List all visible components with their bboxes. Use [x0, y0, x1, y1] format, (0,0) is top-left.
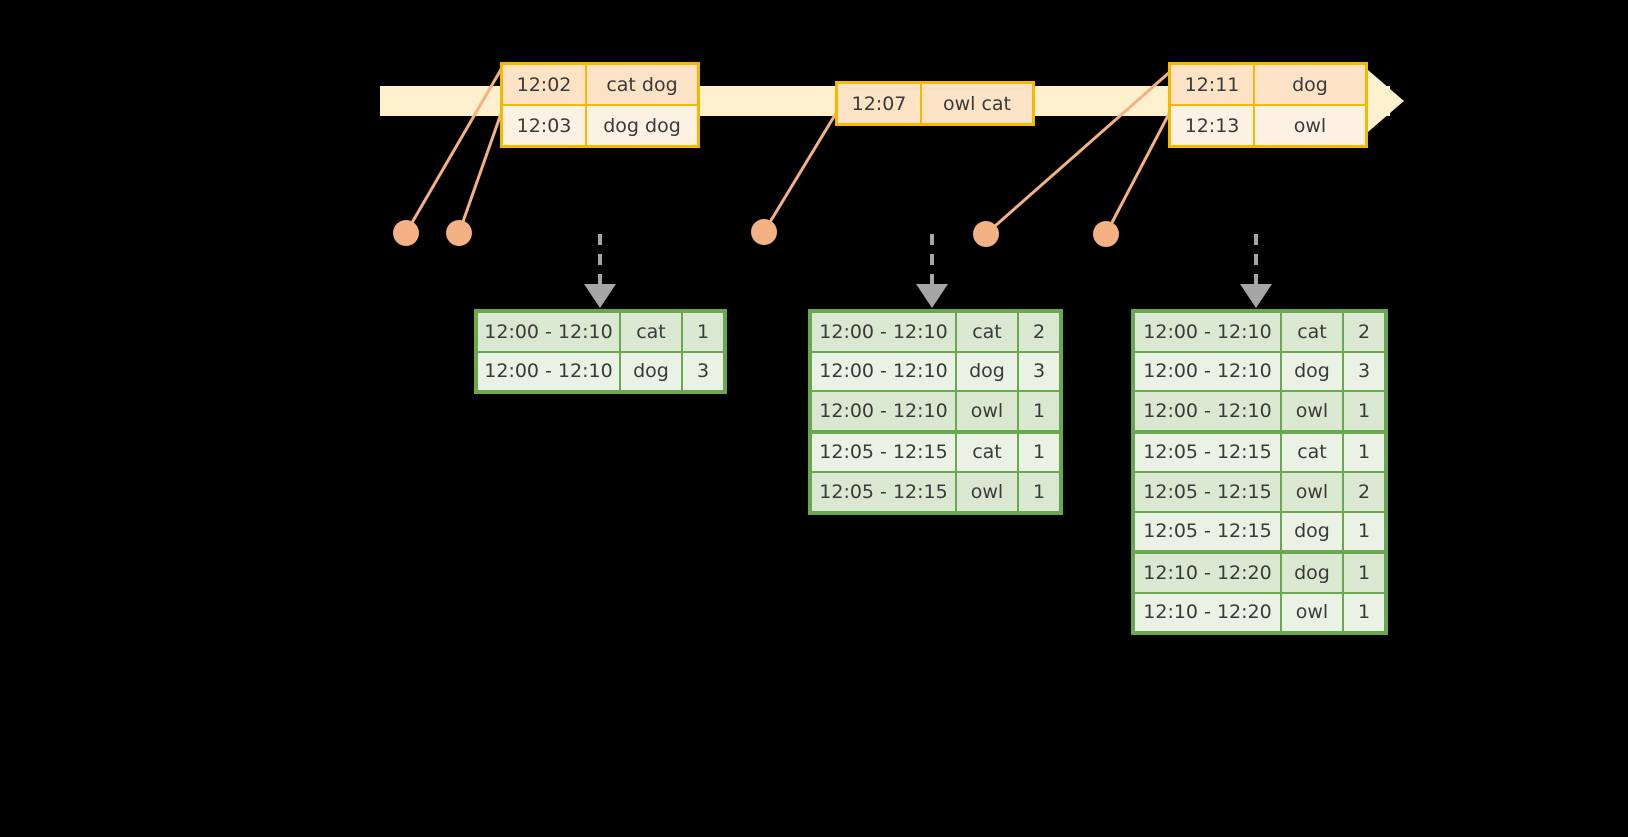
result-count: 1 [1357, 441, 1371, 464]
result-window: 12:05 - 12:15 [1135, 512, 1282, 550]
connector-dot-1 [393, 220, 419, 246]
event-row: 12:07 owl cat [838, 84, 1032, 123]
result-key: cat [621, 313, 683, 351]
connector-dots [393, 219, 1119, 247]
event-time: 12:11 [1171, 65, 1255, 104]
event-value: dog [1292, 73, 1328, 96]
result-window: 12:00 - 12:10 [478, 313, 621, 351]
result-count: 1 [696, 320, 710, 343]
result-key: dog [621, 352, 683, 390]
result-window: 12:00 - 12:10 [812, 392, 957, 430]
event-value: owl cat [942, 92, 1012, 115]
result-window: 12:05 - 12:15 [812, 433, 957, 471]
result-key: owl [957, 473, 1019, 511]
result-key: owl [1282, 392, 1344, 430]
result-count: 1 [1357, 561, 1371, 584]
result-count: 1 [1032, 441, 1046, 464]
event-time: 12:13 [1171, 106, 1255, 145]
connector-dot-4 [973, 221, 999, 247]
connector-line-5 [1104, 107, 1174, 235]
timeline-arrowhead-icon [1368, 70, 1404, 132]
event-box-3[interactable]: 12:11 dog 12:13 owl [1168, 62, 1368, 148]
result-count: 1 [1032, 399, 1046, 422]
result-window: 12:05 - 12:15 [1135, 473, 1282, 511]
result-window: 12:00 - 12:10 [1135, 352, 1282, 390]
result-key: cat [1282, 433, 1344, 471]
result-count: 1 [1357, 601, 1371, 624]
result-key: dog [1282, 352, 1344, 390]
connector-dot-3 [751, 219, 777, 245]
result-key: cat [957, 313, 1019, 351]
result-count: 3 [1357, 360, 1371, 383]
event-time: 12:02 [503, 65, 587, 104]
result-key: dog [1282, 512, 1344, 550]
result-window: 12:00 - 12:10 [478, 352, 621, 390]
event-value: owl [1293, 114, 1327, 137]
event-row: 12:11 dog [1171, 65, 1365, 104]
result-window: 12:00 - 12:10 [812, 313, 957, 351]
result-count: 3 [696, 360, 710, 383]
result-count: 1 [1357, 399, 1371, 422]
result-count: 1 [1032, 480, 1046, 503]
connector-line-3 [762, 109, 840, 233]
connector-dot-2 [446, 220, 472, 246]
event-box-1[interactable]: 12:02 cat dog 12:03 dog dog [500, 62, 700, 148]
result-window: 12:10 - 12:20 [1135, 593, 1282, 631]
result-key: owl [1282, 473, 1344, 511]
event-value: cat dog [606, 73, 678, 96]
event-value: dog dog [603, 114, 681, 137]
result-key: owl [957, 392, 1019, 430]
connector-line-2 [457, 107, 505, 234]
result-key: dog [957, 352, 1019, 390]
event-row: 12:02 cat dog [503, 65, 697, 104]
event-row: 12:13 owl [1171, 104, 1365, 145]
result-window: 12:05 - 12:15 [1135, 433, 1282, 471]
event-time: 12:07 [838, 84, 922, 123]
result-count: 2 [1357, 480, 1371, 503]
result-key: owl [1282, 593, 1344, 631]
event-time: 12:03 [503, 106, 587, 145]
event-box-2[interactable]: 12:07 owl cat [835, 81, 1035, 126]
event-row: 12:03 dog dog [503, 104, 697, 145]
result-count: 2 [1357, 320, 1371, 343]
connector-dot-5 [1093, 221, 1119, 247]
result-count: 2 [1032, 320, 1046, 343]
result-count: 3 [1032, 360, 1046, 383]
result-key: cat [1282, 313, 1344, 351]
result-key: dog [1282, 554, 1344, 592]
result-window: 12:00 - 12:10 [1135, 392, 1282, 430]
result-window: 12:10 - 12:20 [1135, 554, 1282, 592]
emit-arrows [584, 234, 1272, 308]
result-window: 12:00 - 12:10 [812, 352, 957, 390]
result-window: 12:05 - 12:15 [812, 473, 957, 511]
result-window: 12:00 - 12:10 [1135, 313, 1282, 351]
result-key: cat [957, 433, 1019, 471]
result-count: 1 [1357, 520, 1371, 543]
